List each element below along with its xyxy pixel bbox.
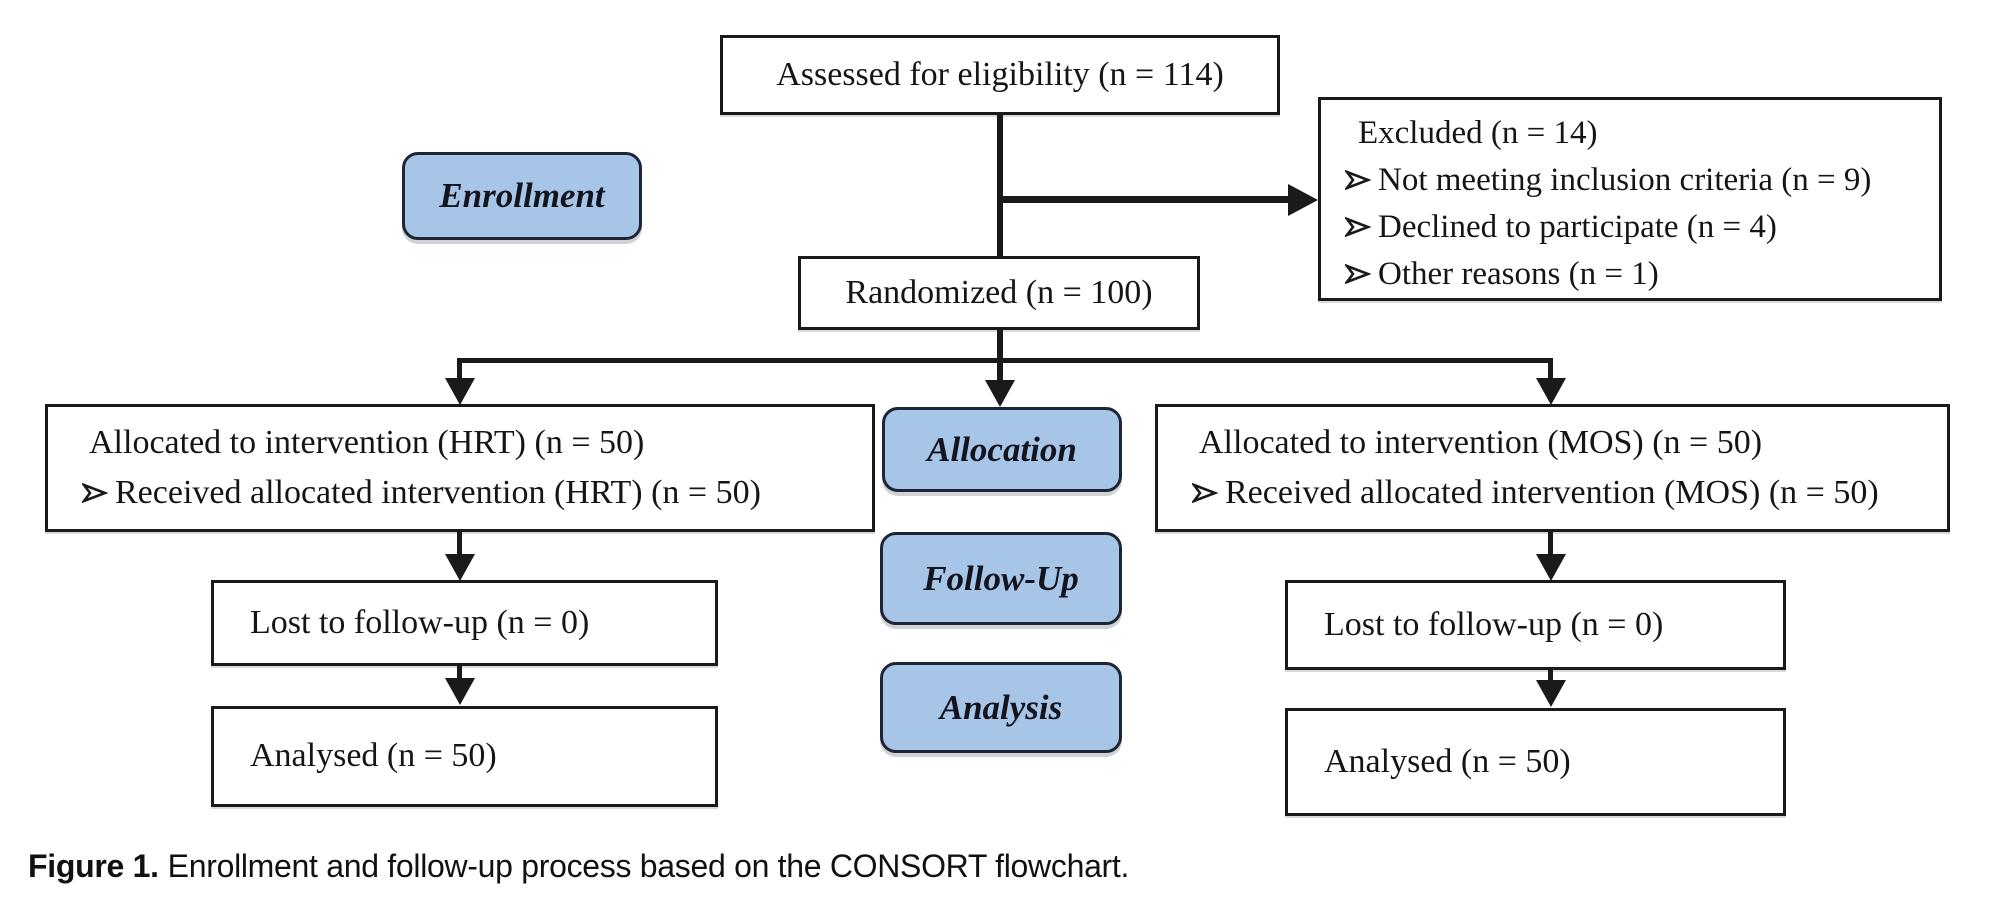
allocated-mos-line2: Received allocated intervention (MOS) (n… [1190,468,1947,518]
bullet-arrow-icon [1343,251,1372,298]
excluded-item-text: Other reasons (n = 1) [1378,256,1659,292]
stage-enrollment: Enrollment [402,152,642,240]
arrowhead-down-icon [445,678,475,705]
lost-followup-left-text: Lost to follow-up (n = 0) [250,603,590,641]
branch-line [457,358,1553,363]
stage-follow-up: Follow-Up [880,532,1122,625]
stage-enrollment-label: Enrollment [439,176,605,215]
bullet-arrow-icon [1343,157,1372,204]
excluded-box: Excluded (n = 14) Not meeting inclusion … [1318,97,1942,301]
lost-followup-right-box: Lost to follow-up (n = 0) [1285,580,1786,670]
stage-allocation-label: Allocation [927,429,1077,469]
allocated-hrt-box: Allocated to intervention (HRT) (n = 50)… [45,404,875,532]
connector-lost-analysed-left [457,666,462,680]
lost-followup-right-text: Lost to follow-up (n = 0) [1324,605,1664,643]
arrowhead-down-icon [445,378,475,405]
allocated-mos-line2-text: Received allocated intervention (MOS) (n… [1225,474,1879,511]
arrowhead-down-icon [1536,680,1566,707]
connector-assessed-randomized [997,115,1003,257]
randomized-text: Randomized (n = 100) [845,273,1153,311]
excluded-item: Other reasons (n = 1) [1343,251,1927,298]
stage-follow-up-label: Follow-Up [923,558,1079,598]
excluded-item-text: Declined to participate (n = 4) [1378,209,1777,245]
assessed-box: Assessed for eligibility (n = 114) [720,35,1280,115]
figure-caption: Figure 1.Enrollment and follow-up proces… [28,848,1129,885]
analysed-left-box: Analysed (n = 50) [211,706,718,807]
connector-randomized-branch [997,330,1003,362]
branch-stub-center [997,358,1003,382]
lost-followup-left-box: Lost to follow-up (n = 0) [211,580,718,666]
allocated-mos-line1: Allocated to intervention (MOS) (n = 50) [1199,424,1763,461]
analysed-left-text: Analysed (n = 50) [250,737,497,775]
excluded-item: Not meeting inclusion criteria (n = 9) [1343,157,1927,204]
excluded-item-text: Not meeting inclusion criteria (n = 9) [1378,162,1872,198]
stage-analysis-label: Analysis [939,687,1063,727]
figure-caption-text: Enrollment and follow-up process based o… [167,848,1130,884]
excluded-title: Excluded (n = 14) [1358,115,1598,151]
bullet-arrow-icon [1343,204,1372,251]
allocated-hrt-line1: Allocated to intervention (HRT) (n = 50) [89,424,645,461]
randomized-box: Randomized (n = 100) [798,256,1200,330]
allocated-mos-box: Allocated to intervention (MOS) (n = 50)… [1155,404,1950,532]
branch-stub-left [457,358,462,380]
analysed-right-text: Analysed (n = 50) [1324,742,1571,780]
excluded-item: Declined to participate (n = 4) [1343,204,1927,251]
connector-allocated-lost-left [457,532,462,556]
analysed-right-box: Analysed (n = 50) [1285,708,1786,816]
connector-to-excluded [1000,196,1290,203]
assessed-text: Assessed for eligibility (n = 114) [776,55,1224,93]
connector-allocated-lost-right [1548,532,1553,556]
stage-analysis: Analysis [880,662,1122,753]
arrowhead-down-icon [985,380,1015,407]
allocated-hrt-line2: Received allocated intervention (HRT) (n… [80,468,872,518]
branch-stub-right [1548,358,1553,380]
figure-caption-label: Figure 1. [28,848,159,884]
arrowhead-down-icon [445,554,475,581]
arrowhead-right-icon [1288,184,1318,216]
connector-lost-analysed-right [1548,670,1553,682]
arrowhead-down-icon [1536,378,1566,405]
stage-allocation: Allocation [882,407,1122,492]
allocated-hrt-line2-text: Received allocated intervention (HRT) (n… [115,474,761,511]
bullet-arrow-icon [80,468,109,518]
bullet-arrow-icon [1190,468,1219,518]
arrowhead-down-icon [1536,554,1566,581]
